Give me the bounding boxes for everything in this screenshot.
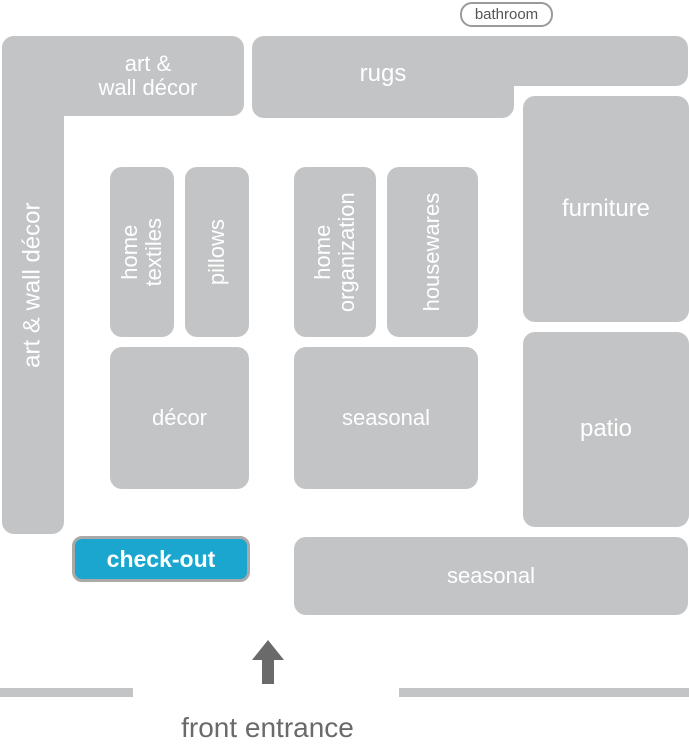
- section-home-textiles[interactable]: home textiles: [110, 167, 174, 337]
- section-art-wall-decor-side[interactable]: art & wall décor: [2, 36, 64, 534]
- section-art-wall-decor-side-label: art & wall décor: [18, 202, 46, 368]
- bathroom-label: bathroom: [460, 2, 553, 27]
- section-pillows-label: pillows: [203, 218, 229, 286]
- front-wall-right: [399, 688, 689, 697]
- section-seasonal-center[interactable]: seasonal: [294, 347, 478, 489]
- checkout-button[interactable]: check-out: [72, 536, 250, 582]
- section-home-textiles-label: home textiles: [116, 217, 167, 287]
- section-decor[interactable]: décor: [110, 347, 249, 489]
- section-rugs-label: rugs: [359, 59, 407, 87]
- section-seasonal-bottom[interactable]: seasonal: [294, 537, 688, 615]
- front-entrance-label: front entrance: [181, 712, 354, 743]
- section-art-wall-decor-top-label: art & wall décor: [98, 50, 198, 100]
- section-seasonal-bottom-label: seasonal: [446, 562, 536, 588]
- section-furniture[interactable]: furniture: [523, 96, 689, 322]
- section-home-organization-label: home organization: [309, 192, 359, 312]
- section-seasonal-center-label: seasonal: [341, 404, 431, 430]
- section-pillows[interactable]: pillows: [185, 167, 249, 337]
- section-housewares-label: housewares: [419, 192, 445, 312]
- section-patio-label: patio: [579, 415, 633, 443]
- section-rugs-lower: rugs: [252, 60, 514, 118]
- section-home-organization[interactable]: home organization: [294, 167, 376, 337]
- front-wall-left: [0, 688, 133, 697]
- section-art-wall-decor-top[interactable]: art & wall décor: [2, 36, 244, 116]
- section-patio[interactable]: patio: [523, 332, 689, 527]
- section-housewares[interactable]: housewares: [387, 167, 478, 337]
- arrow-up-icon: [252, 640, 284, 684]
- section-furniture-label: furniture: [561, 194, 651, 222]
- section-decor-label: décor: [151, 404, 208, 430]
